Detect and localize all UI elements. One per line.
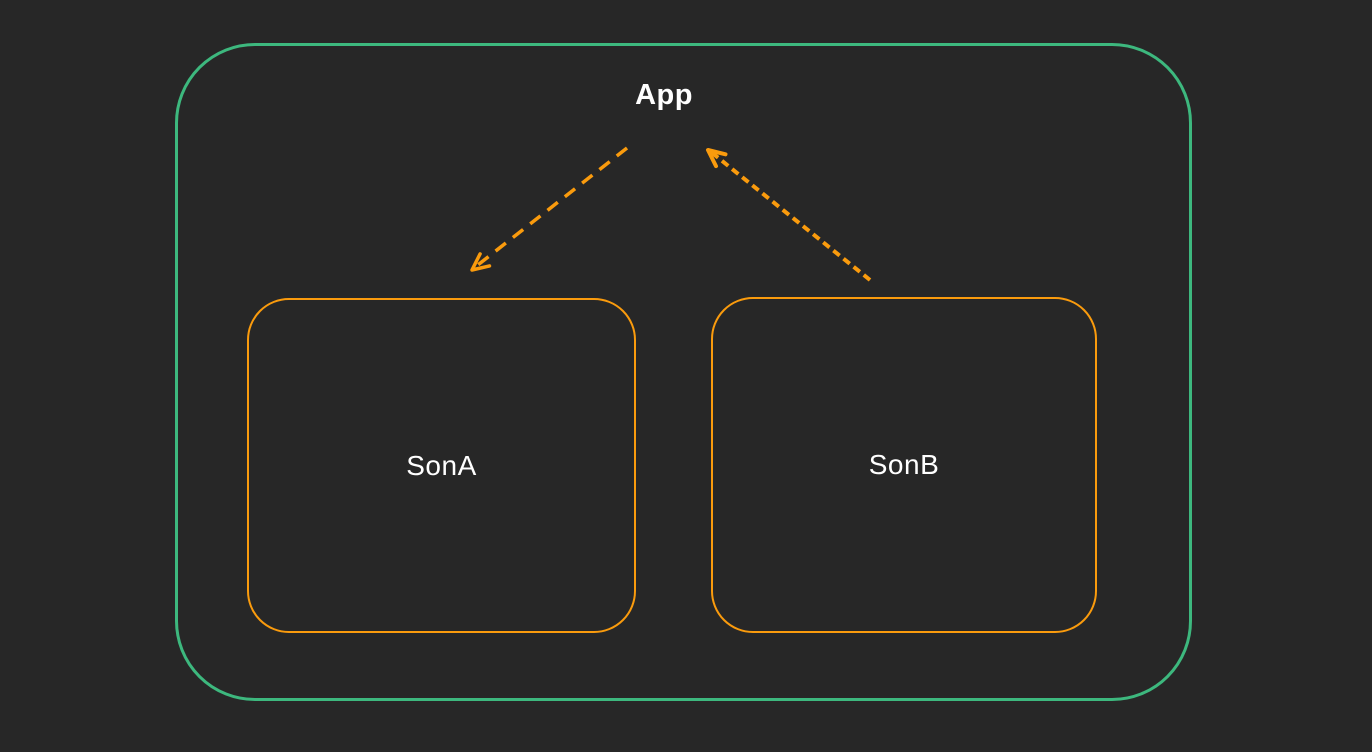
sona-box: SonA xyxy=(247,298,636,633)
sonb-box: SonB xyxy=(711,297,1097,633)
app-label: App xyxy=(635,79,693,111)
app-container-box xyxy=(175,43,1192,701)
sona-label: SonA xyxy=(406,449,477,481)
sonb-label: SonB xyxy=(868,449,940,480)
